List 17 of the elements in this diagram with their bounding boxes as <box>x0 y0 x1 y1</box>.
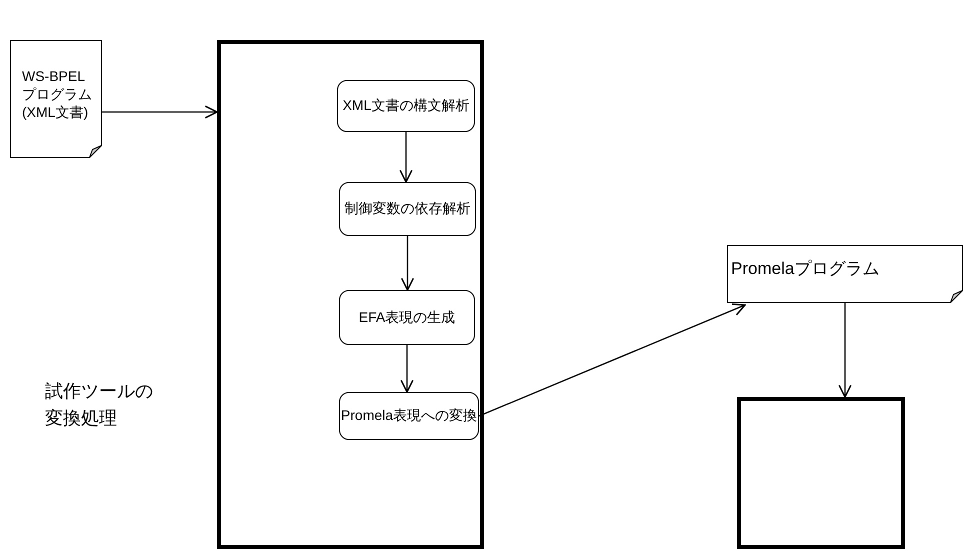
process-frame <box>217 40 484 549</box>
process-box: 制御変数の依存解析 <box>339 182 476 236</box>
arrow <box>400 345 414 393</box>
document-label: WS-BPEL プログラム (XML文書) <box>22 66 93 122</box>
process-box: XML文書の構文解析 <box>337 80 475 132</box>
document-shape <box>10 40 102 158</box>
frame-caption: 試作ツールの変換処理 <box>45 380 154 430</box>
arrow <box>102 105 218 119</box>
document-shape <box>727 245 963 303</box>
process-box: EFA表現の生成 <box>339 290 475 345</box>
tool-box <box>737 397 905 549</box>
arrow <box>478 303 746 417</box>
document-label: Promelaプログラム <box>731 258 880 280</box>
arrow <box>838 303 852 398</box>
arrow <box>400 236 414 291</box>
arrow <box>399 132 413 183</box>
process-box: Promela表現への変換 <box>339 392 479 440</box>
